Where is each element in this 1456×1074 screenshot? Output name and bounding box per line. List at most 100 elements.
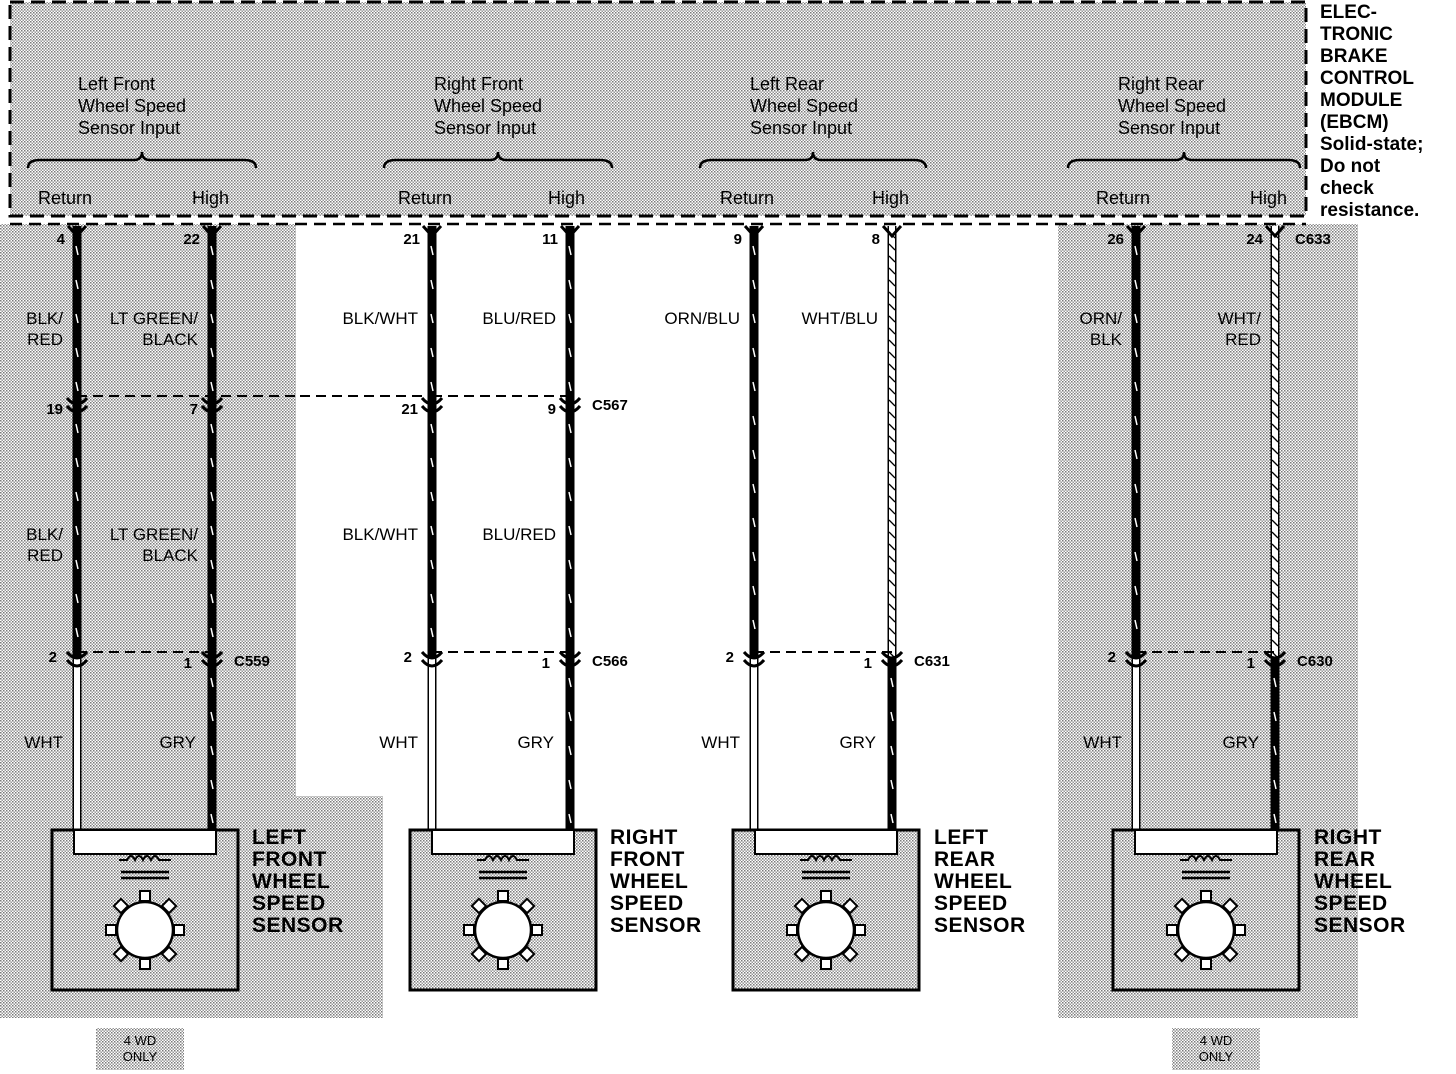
top-pin-chevron: [201, 224, 223, 239]
high-wire-lower: [1270, 658, 1280, 830]
coil-icon: [1180, 855, 1232, 863]
input-brace: [26, 151, 258, 169]
tone-wheel-tooth-icon: [497, 958, 509, 970]
tone-wheel-tooth-icon: [820, 958, 832, 970]
low-pin-chevron: [420, 650, 444, 660]
input-heading-line: Sensor Input: [1118, 118, 1220, 138]
upper-wire-label-return-line: BLK: [1090, 330, 1123, 349]
sensor-connector: [1134, 829, 1278, 855]
low-pin-chevron: [742, 650, 766, 660]
sensor-label-line: SENSOR: [610, 914, 702, 937]
low-pin-chevron: [200, 658, 224, 668]
top-pin-chevron: [66, 224, 88, 239]
middle-wire-label-high: LT GREEN/BLACK: [110, 525, 199, 565]
upper-wire-label-high: LT GREEN/BLACK: [110, 309, 199, 349]
return-label: Return: [38, 188, 92, 208]
mid-pin-chevron: [65, 396, 89, 406]
lower-wire-label-return-line: WHT: [1083, 733, 1122, 752]
middle-wire-label-return-line: BLK/WHT: [342, 525, 418, 544]
return-label: Return: [720, 188, 774, 208]
return-wire-middle: [427, 404, 437, 658]
upper-wire-label-high: WHT/RED: [1218, 309, 1262, 349]
left-note-shade: [96, 1028, 184, 1070]
high-label: High: [1250, 188, 1287, 208]
low-connector-id: C630: [1297, 653, 1333, 670]
top-pin-return: 21: [403, 231, 420, 248]
ebcm-label-line: check: [1320, 178, 1374, 199]
upper-wire-label-high-line: RED: [1225, 330, 1261, 349]
high-wire-lower: [565, 658, 575, 830]
low-connector-id: C631: [914, 653, 950, 670]
sensor-label-line: SENSOR: [1314, 914, 1406, 937]
high-label: High: [548, 188, 585, 208]
tone-wheel-tooth-icon: [497, 890, 509, 902]
input-heading-line: Left Rear: [750, 74, 824, 94]
top-pin-return: 9: [734, 231, 742, 248]
middle-wire-label-return-line: RED: [27, 546, 63, 565]
wheel-speed-sensor[interactable]: [50, 828, 240, 992]
sensor-label-line: WHEEL: [610, 870, 688, 893]
return-wire-upper: [72, 226, 82, 404]
upper-wire-label-return-line: ORN/: [1080, 309, 1123, 328]
mid-pin-high: 7: [190, 401, 198, 418]
top-pin-chevron: [743, 224, 765, 239]
tone-wheel-icon: [1176, 900, 1236, 960]
wheel-speed-sensor[interactable]: [408, 828, 598, 992]
tone-wheel-tooth-icon: [1221, 897, 1239, 915]
sensor-label-line: SENSOR: [934, 914, 1026, 937]
wheel-speed-sensor[interactable]: [1111, 828, 1301, 992]
upper-wire-label-high-line: WHT/BLU: [802, 309, 879, 328]
lower-wire-label-high-line: GRY: [517, 733, 554, 752]
mid-pin-chevron: [200, 396, 224, 406]
input-heading-line: Wheel Speed: [1118, 96, 1226, 116]
top-pin-chevron: [421, 224, 443, 239]
mid-pin-chevron: [558, 396, 582, 406]
upper-wire-label-high-line: WHT/: [1218, 309, 1262, 328]
coil-icon: [119, 855, 171, 863]
lower-wire-label-high-line: GRY: [159, 733, 196, 752]
mid-pin-chevron: [420, 396, 444, 406]
sensor-connector: [754, 829, 898, 855]
mid-connector-id: C567: [592, 397, 628, 414]
tone-wheel-tooth-icon: [173, 924, 185, 936]
lower-wire-label-return-line: WHT: [701, 733, 740, 752]
tone-wheel-tooth-icon: [518, 945, 536, 963]
tone-wheel-tooth-icon: [854, 924, 866, 936]
upper-wire-label-high-line: BLU/RED: [482, 309, 556, 328]
sensor-label-line: SPEED: [252, 892, 326, 915]
low-pin-high: 1: [542, 655, 550, 672]
top-pin-high: 24: [1246, 231, 1263, 248]
upper-wire-label-return: ORN/BLK: [1080, 309, 1123, 349]
ebcm-module-box[interactable]: [8, 0, 1308, 218]
return-wire-upper: [1131, 226, 1141, 658]
high-wire-middle: [565, 404, 575, 658]
low-pin-return: 2: [726, 649, 734, 666]
low-pin-chevron: [420, 658, 444, 668]
input-heading-line: Right Rear: [1118, 74, 1204, 94]
tone-wheel-tooth-icon: [112, 897, 130, 915]
top-pin-return: 26: [1107, 231, 1124, 248]
wheel-speed-sensor[interactable]: [731, 828, 921, 992]
input-heading-line: Wheel Speed: [78, 96, 186, 116]
ebcm-label-line: MODULE: [1320, 90, 1402, 111]
top-pin-high: 8: [872, 231, 880, 248]
high-label: High: [192, 188, 229, 208]
lower-wire-label-return: WHT: [24, 733, 63, 752]
high-wire-upper: [565, 226, 575, 404]
middle-wire-label-high-line: BLU/RED: [482, 525, 556, 544]
input-brace: [382, 151, 614, 169]
lower-wire-label-return-line: WHT: [24, 733, 63, 752]
lower-wire-label-high: GRY: [517, 733, 554, 752]
tone-wheel-tooth-icon: [1166, 924, 1178, 936]
tone-wheel-tooth-icon: [1200, 958, 1212, 970]
left-front-4wd-shade: [0, 224, 296, 796]
sensor-label-line: SPEED: [610, 892, 684, 915]
